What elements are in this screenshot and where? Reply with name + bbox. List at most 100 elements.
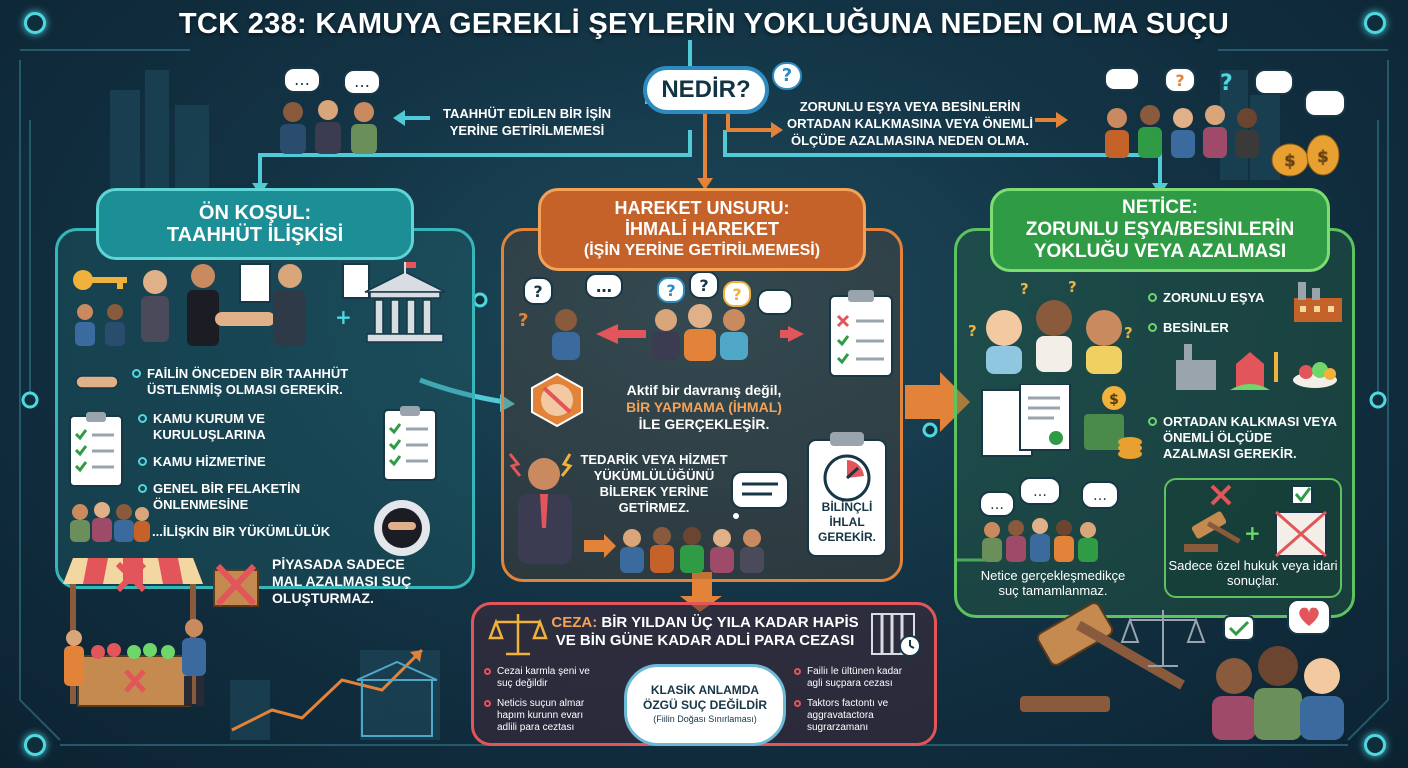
omission-line1: Aktif bir davranış değil, — [626, 382, 782, 398]
svg-text:…: … — [354, 72, 370, 91]
person-icon — [182, 619, 206, 706]
stopwatch-clipboard-icon — [807, 432, 887, 557]
handshake-illustration: + — [73, 262, 446, 346]
node-icon — [1364, 734, 1386, 756]
result-header-line2: ZORUNLU EŞYA/BESİNLERİN — [1025, 219, 1295, 240]
bullet-dot — [138, 457, 147, 466]
action-header-line1: HAREKET UNSURU: — [614, 198, 790, 218]
penalty-note: agli suçpara cezası — [807, 678, 893, 689]
omission-line2: BİR YAPMAMA (İHMAL) — [626, 399, 782, 415]
svg-text:$: $ — [1109, 392, 1119, 408]
obligation-item: ...İLİŞKİN BİR YÜKÜMLÜLÜK — [152, 524, 331, 539]
not-special-crime-badge: KLASİK ANLAMDA ÖZGÜ SUÇ DEĞİLDİR (Fiilin… — [624, 664, 786, 746]
bullet-dot — [484, 700, 491, 707]
disappearance-text: ORTADAN KALKMASI VEYA ÖNEMLİ ÖLÇÜDE AZAL… — [1163, 414, 1337, 461]
obligation-list: KAMU KURUM VE KURULUŞLARINA KAMU HİZMETİ… — [138, 411, 378, 540]
svg-text:$: $ — [1284, 151, 1295, 170]
bullet-dot — [1148, 323, 1157, 332]
node-icon — [24, 734, 46, 756]
svg-text:$: $ — [1317, 147, 1328, 166]
penalty-label: CEZA: — [551, 614, 598, 631]
svg-text:…: … — [1093, 488, 1107, 504]
result-items: ZORUNLU EŞYA BESİNLER — [1148, 290, 1298, 336]
right-definition: ZORUNLU EŞYA VEYA BESİNLERİN ORTADAN KAL… — [786, 99, 1034, 148]
bullet-dot — [138, 414, 147, 423]
masked-thief-icon — [374, 500, 430, 556]
handshake-icon — [72, 368, 122, 400]
result-item-essential-goods: ZORUNLU EŞYA — [1163, 290, 1265, 305]
precondition-header-line2: TAAHHÜT İLİŞKİSİ — [166, 224, 344, 246]
svg-text:+: + — [1244, 521, 1261, 545]
crowd-icon: … … … — [979, 477, 1119, 562]
nedir-question: NEDİR? — [643, 66, 769, 114]
result-item-food: BESİNLER — [1163, 320, 1229, 335]
civil-law-note: Sadece özel hukuk veya idari sonuçlar. — [1168, 558, 1338, 588]
klasik-line2: ÖZGÜ SUÇ DEĞİLDİR — [642, 698, 767, 712]
result-header: NETİCE: ZORUNLU EŞYA/BESİNLERİN YOKLUĞU … — [990, 188, 1330, 272]
gavel-icon — [1020, 602, 1185, 712]
penalty-text-line2: VE BİN GÜNE KADAR ADLİ PARA CEZASI — [555, 632, 855, 649]
svg-text:?: ? — [1124, 324, 1133, 342]
klasik-line1: KLASİK ANLAMDA — [650, 683, 760, 697]
penalty-note: Cezai karmla şeni ve — [497, 666, 590, 677]
scales-icon — [1120, 610, 1206, 667]
svg-text:+: + — [335, 305, 352, 329]
prison-bars-icon — [871, 613, 921, 657]
group-people-icon — [70, 502, 150, 542]
gear-icon — [24, 12, 46, 34]
checklist-icon — [69, 412, 123, 487]
svg-text:?: ? — [699, 276, 708, 295]
documents-coins-icon: $ — [981, 384, 1142, 459]
svg-text:?: ? — [533, 282, 542, 301]
action-header-line3: (İŞİN YERİNE GETİRİLMEMESİ) — [583, 242, 821, 259]
svg-text:…: … — [294, 70, 310, 89]
empty-box-icon — [213, 563, 259, 607]
omission-text: Aktif bir davranış değil, BİR YAPMAMA (İ… — [594, 382, 814, 433]
bullet-dot — [1148, 293, 1157, 302]
conscious-violation-text: BİLİNÇLİ İHLAL GEREKİR. — [817, 500, 876, 544]
omission-line3: İLE GERÇEKLEŞİR. — [638, 416, 770, 432]
penalty-title: CEZA: BİR YILDAN ÜÇ YILA KADAR HAPİS VE … — [550, 614, 860, 650]
penalty-text-line1: BİR YILDAN ÜÇ YILA KADAR HAPİS — [601, 614, 859, 631]
precondition-header-line1: ÖN KOŞUL: — [198, 202, 312, 224]
bullet-dot — [1148, 417, 1157, 426]
penalty-note: sugrarzamanı — [807, 722, 869, 733]
svg-text:?: ? — [518, 310, 528, 331]
svg-text:?: ? — [1068, 278, 1077, 296]
penalty-note: Neticis suçun almar — [497, 698, 585, 709]
happy-people-icon — [1212, 599, 1344, 740]
no-action-icon — [531, 372, 583, 428]
factory-icon — [1294, 282, 1342, 322]
bullet-dot — [484, 668, 491, 675]
crowd-icon: ? ? $ $ — [1104, 67, 1346, 177]
penalty-note: suç değildir — [497, 678, 548, 689]
svg-text:?: ? — [1175, 71, 1184, 90]
obligation-item: KAMU KURUM VE KURULUŞLARINA — [153, 411, 266, 442]
growth-chart-icon — [231, 648, 438, 737]
svg-text:?: ? — [968, 322, 977, 340]
svg-text:?: ? — [666, 281, 675, 300]
babies-icon: ???? — [968, 278, 1133, 374]
group-people-icon: … … — [280, 67, 381, 154]
svg-text:…: … — [1033, 484, 1047, 500]
confused-people-icon: ? … ? ? ? ? — [518, 272, 804, 361]
disappearance-bullet: ORTADAN KALKMASI VEYA ÖNEMLİ ÖLÇÜDE AZAL… — [1148, 414, 1338, 462]
precondition-header: ÖN KOŞUL: TAAHHÜT İLİŞKİSİ — [96, 188, 414, 260]
negligent-official-icon — [508, 453, 573, 564]
bullet-dot — [138, 484, 147, 493]
bullet-dot — [794, 700, 801, 707]
supply-obligation-text: TEDARİK VEYA HİZMET YÜKÜMLÜLÜĞÜNÜ BİLERE… — [580, 452, 728, 515]
result-header-line3: YOKLUĞU VEYA AZALMASI — [1033, 241, 1287, 262]
intro-bullet: FAİLİN ÖNCEDEN BİR TAAHHÜT ÜSTLENMİŞ OLM… — [132, 366, 402, 398]
completion-note: Netice gerçekleşmedikçe suç tamamlanmaz. — [980, 568, 1126, 598]
svg-text:…: … — [990, 497, 1004, 513]
penalty-note: aggravatactora — [807, 710, 874, 721]
scales-icon — [488, 614, 548, 656]
checklist-icon — [829, 290, 893, 377]
svg-text:?: ? — [1220, 71, 1233, 96]
svg-text:?: ? — [732, 285, 741, 304]
bullet-dot — [132, 369, 141, 378]
gear-icon — [1364, 12, 1386, 34]
